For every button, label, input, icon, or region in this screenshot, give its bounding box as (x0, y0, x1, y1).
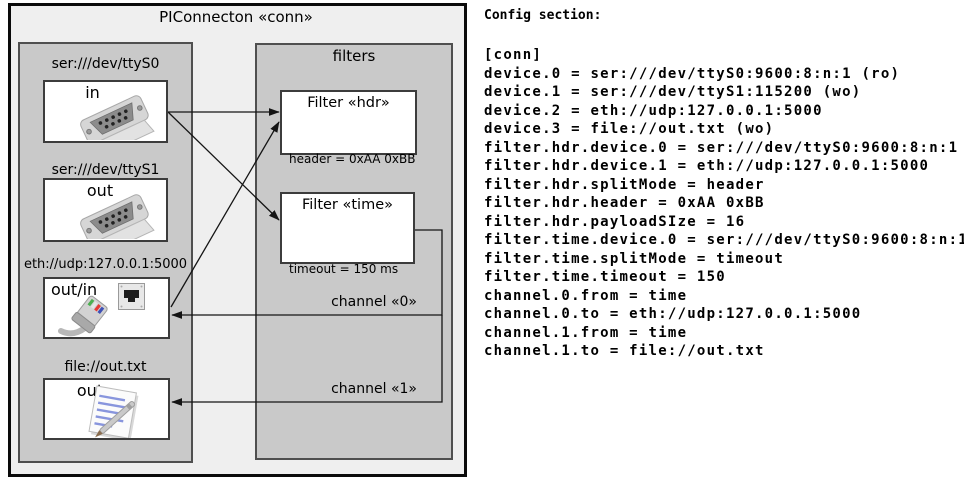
filter-box-hdr: Filter «hdr» header = 0xAA 0xBB payloadS… (280, 90, 417, 211)
filters-panel-title: filters (332, 47, 376, 65)
filter-title: Filter «hdr» (307, 95, 390, 111)
config-lines: [conn] device.0 = ser:///dev/ttyS0:9600:8… (484, 46, 964, 361)
filter-properties: timeout = 150 ms (289, 232, 398, 307)
ethernet-port-icon (118, 283, 145, 310)
config-line: filter.time.device.0 = ser:///dev/ttyS0:… (484, 232, 964, 248)
ethernet-plug-icon (58, 295, 108, 337)
config-line: filter.hdr.splitMode = header (484, 176, 765, 193)
config-line: filter.time.timeout = 150 (484, 269, 726, 285)
config-line: channel.1.from = time (484, 324, 688, 341)
filter-property: timeout = 150 ms (289, 262, 399, 276)
config-line: filter.hdr.header = 0xAA 0xBB (484, 195, 765, 211)
device-label-eth: eth://udp:127.0.0.1:5000 (23, 257, 188, 272)
connection-title: PIConnecton «conn» (159, 8, 313, 26)
config-line: channel.0.from = time (484, 287, 688, 304)
config-line: device.3 = file://out.txt (wo) (484, 121, 775, 137)
arrow-eth-to-hdr (170, 121, 280, 308)
filter-property: header = 0xAA 0xBB (289, 152, 416, 166)
serial-connector-icon (80, 194, 155, 239)
port-name: out/in (51, 280, 98, 299)
config-line: filter.hdr.device.1 = eth://udp:127.0.0.… (484, 158, 930, 174)
filter-title: Filter «time» (301, 197, 394, 213)
config-line: filter.time.splitMode = timeout (484, 250, 785, 267)
config-line: filter.hdr.device.0 = ser:///dev/ttyS0:9… (484, 139, 959, 156)
device-box-file: out (43, 378, 170, 440)
device-box-eth: out/in (43, 277, 170, 339)
device-label-ttys0: ser:///dev/ttyS0 (51, 56, 160, 72)
device-label-file: file://out.txt (64, 359, 147, 375)
notepad-icon (88, 385, 139, 438)
config-heading: Config section: (484, 8, 602, 23)
channel-1-label: channel «1» (331, 381, 417, 397)
arrow-channel1-time-to-file (171, 315, 443, 406)
config-line: device.1 = ser:///dev/ttyS1:115200 (wo) (484, 84, 862, 100)
config-line: channel.1.to = file://out.txt (484, 343, 765, 359)
config-line: device.0 = ser:///dev/ttyS0:9600:8:n:1 (… (484, 65, 901, 82)
serial-connector-icon (80, 95, 155, 140)
device-label-ttys1: ser:///dev/ttyS1 (51, 162, 160, 178)
port-name: out (86, 181, 114, 200)
port-name: in (85, 83, 100, 102)
arrow-channel0-time-to-eth (171, 229, 443, 319)
config-line: [conn] (484, 47, 543, 63)
connector-lines (167, 108, 443, 406)
config-line: channel.0.to = eth://udp:127.0.0.1:5000 (484, 306, 862, 322)
arrow-ttys0-to-time (167, 111, 280, 221)
device-box-ttys1: out (43, 178, 168, 242)
device-box-ttys0: in (43, 80, 168, 143)
config-line: device.2 = eth://udp:127.0.0.1:5000 (484, 102, 823, 119)
filter-box-time: Filter «time» timeout = 150 ms (280, 192, 415, 276)
channel-0-label: channel «0» (331, 294, 417, 310)
config-line: filter.hdr.payloadSIze = 16 (484, 213, 746, 230)
